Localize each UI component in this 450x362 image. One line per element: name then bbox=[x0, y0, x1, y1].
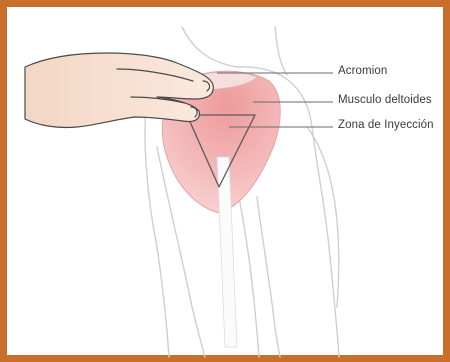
injection-zone-label: Zona de Inyección bbox=[338, 119, 434, 131]
acromion-label: Acromion bbox=[338, 65, 387, 77]
hand-icon bbox=[25, 53, 213, 128]
deltoid-label: Musculo deltoides bbox=[338, 94, 432, 106]
